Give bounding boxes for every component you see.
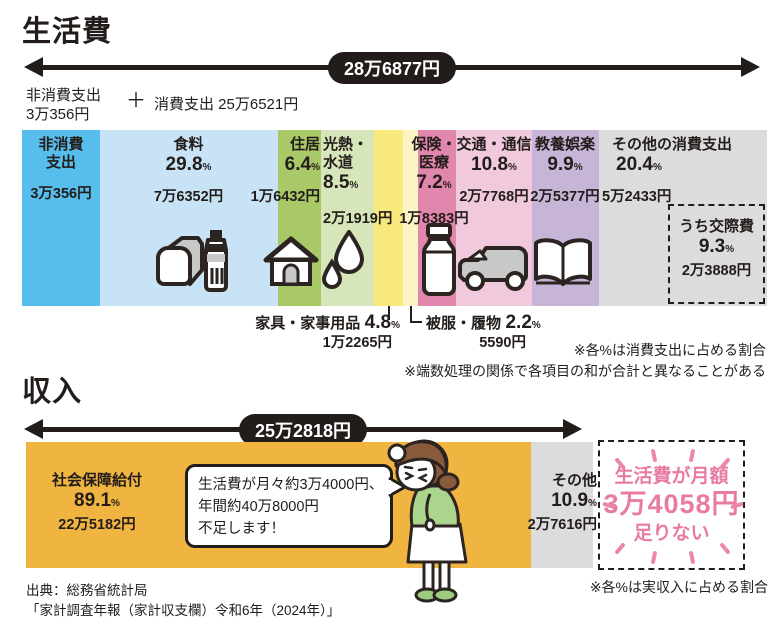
bar-label-transport: 交通・通信 10.8% 2万7768円 xyxy=(456,136,532,205)
car-icon xyxy=(458,246,528,291)
plus-sign: ＋ xyxy=(126,90,146,112)
bar-segment-furniture xyxy=(374,130,404,306)
non-consumption-equation-left: 非消費支出 3万356円 xyxy=(26,86,101,124)
shortfall-line-3: 足りない xyxy=(633,523,710,544)
open-book-icon xyxy=(534,238,592,286)
shortfall-speech-bubble: 生活費が月々約3万4000円、 年間約40万8000円 不足します！ xyxy=(185,464,393,548)
bar-label-education: 教養娯楽 9.9% 2万5377円 xyxy=(530,136,600,205)
bar-label-non-consumption: 非消費 支出 3万356円 xyxy=(30,136,92,202)
expenses-note-2: ※端数処理の関係で各項目の和が合計と異なることがある xyxy=(404,363,766,379)
water-drops-icon xyxy=(322,230,364,289)
source-citation: 出典：総務省統計局 「家計調査年報（家計収支欄）令和6年（2024年）」 xyxy=(26,583,341,618)
arrowhead-left-icon xyxy=(24,57,43,77)
bar-segment-non-consumption xyxy=(22,130,101,306)
furniture-callout-label: 家具・家事用品 4.8% 1万2265円 xyxy=(255,312,400,351)
non-consumption-name: 非消費支出 xyxy=(26,87,102,104)
bar-label-other: その他の消費支出 20.4% 5万2433円 xyxy=(602,136,733,205)
bar-label-utilities: 光熱・ 水道 8.5% 2万1919円 xyxy=(323,136,393,227)
non-consumption-amount: 3万356円 xyxy=(26,106,90,123)
sparkle-ray xyxy=(688,550,696,565)
shortfall-line-1: 生活費が月額 xyxy=(614,466,729,487)
bar-segment-other xyxy=(598,130,767,306)
bar-label-housing: 住居 6.4% 1万6432円 xyxy=(250,136,320,205)
expenses-note-1: ※各%は消費支出に占める割合 xyxy=(573,342,766,358)
income-section-title: 収入 xyxy=(22,376,83,408)
income-total-badge: 25万2818円 xyxy=(238,414,368,446)
sparkle-ray xyxy=(688,448,696,463)
arrowhead-right-icon xyxy=(563,419,582,439)
bar-label-medical: 保険・ 医療 7.2% 1万8383円 xyxy=(399,136,469,227)
shortfall-highlight-box: 生活費が月額 3万4058円 足りない xyxy=(598,440,745,570)
bar-label-social-security: 社会保障給付 89.1% 22万5182円 xyxy=(51,472,142,533)
consumption-total-text: 消費支出 25万6521円 xyxy=(154,96,299,113)
income-total-arrow: 25万2818円 xyxy=(24,412,582,446)
expenses-total-arrow: 28万6877円 xyxy=(24,50,760,84)
socializing-sub-box: うち交際費 9.3% 2万3888円 xyxy=(668,204,765,304)
expenses-section-title: 生活費 xyxy=(22,16,113,48)
clothing-callout-line-v xyxy=(410,306,412,323)
bar-label-income-other: その他 10.9% 2万7616円 xyxy=(527,472,597,533)
sparkle-ray xyxy=(650,448,658,463)
arrowhead-left-icon xyxy=(24,419,43,439)
expenses-total-badge: 28万6877円 xyxy=(327,52,457,84)
sparkle-ray xyxy=(650,550,658,565)
bowing-woman-illustration xyxy=(387,439,468,603)
furniture-callout-line xyxy=(388,306,390,320)
clothing-callout-label: 被服・履物 2.2% 5590円 xyxy=(426,312,541,351)
clothing-callout-line-h xyxy=(410,321,422,323)
shortfall-amount: 3万4058円 xyxy=(603,489,740,519)
medicine-bottle-icon xyxy=(422,223,456,296)
income-note: ※各%は実収入に占める割合 xyxy=(589,579,768,595)
arrowhead-right-icon xyxy=(741,57,760,77)
house-icon xyxy=(263,236,319,286)
bar-label-food: 食料 29.8% 7万6352円 xyxy=(153,136,224,205)
bar-segment-income-other xyxy=(531,442,593,568)
bar-segment-clothing xyxy=(403,130,419,306)
bread-and-bottle-icon xyxy=(156,230,228,292)
